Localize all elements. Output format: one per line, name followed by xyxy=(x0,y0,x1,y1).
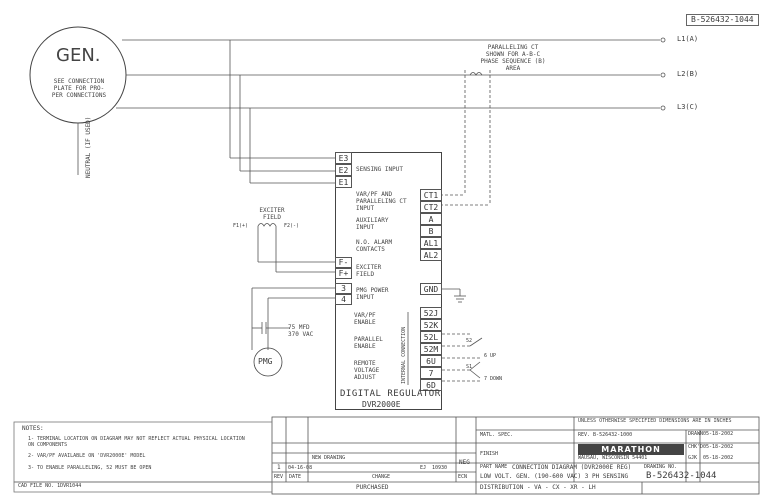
drawing-number-stamp: B-526432-1044 xyxy=(686,14,759,26)
paralleling-ct-note: PARALLELING CT SHOWN FOR A-B-C PHASE SEQ… xyxy=(480,44,546,72)
approved-date: 05-18-2002 xyxy=(703,455,734,461)
unless-noted-label: UNLESS OTHERWISE SPECIFIED DIMENSIONS AR… xyxy=(578,418,732,424)
terminal-gnd: GND xyxy=(420,283,442,295)
terminal-7: 7 xyxy=(420,367,442,379)
parallel-switch-ref: 52 xyxy=(466,338,473,344)
checked-label: CHK'D xyxy=(688,444,704,450)
note-2: 2- VAR/PF AVAILABLE ON 'DVR2000E' MODEL xyxy=(28,453,146,459)
rev-ecn: 10930 xyxy=(432,465,448,471)
parallel-enable-label: PARALLEL ENABLE xyxy=(354,336,383,350)
terminal-ct2: CT2 xyxy=(420,201,442,213)
digital-regulator-box xyxy=(335,152,442,410)
generator-note: SEE CONNECTION PLATE FOR PRO- PER CONNEC… xyxy=(51,78,107,99)
terminal-e2: E2 xyxy=(335,164,352,176)
drawing-no-label: DRAWING NO. xyxy=(644,464,678,470)
terminal-6u: 6U xyxy=(420,355,442,367)
company-location: WAUSAU, WISCONSIN 54401 xyxy=(578,455,648,461)
rev-number: REV. B-526432-1000 xyxy=(578,432,633,438)
purchased-label: PURCHASED xyxy=(356,484,389,491)
approved-by: GJK xyxy=(688,455,698,461)
regulator-model: DVR2000E xyxy=(362,400,401,409)
rev-change: NEW DRAWING xyxy=(312,455,346,461)
terminal-ct1: CT1 xyxy=(420,189,442,201)
matl-spec-label: MATL. SPEC. xyxy=(480,432,514,438)
part-name: CONNECTION DIAGRAM (DVR2000E REG) xyxy=(512,464,632,471)
var-pf-enable-label: VAR/PF ENABLE xyxy=(354,312,376,326)
var-pf-ct-input-label: VAR/PF AND PARALLELING CT INPUT xyxy=(356,191,407,212)
remote-switch-s1: S1 xyxy=(466,364,473,370)
terminal-f-plus: F+ xyxy=(335,268,352,279)
drawn-date: 05-18-2002 xyxy=(703,431,734,437)
line-l3-label: L3(C) xyxy=(677,103,699,111)
neutral-label: NEUTRAL (IF USED) xyxy=(85,116,92,178)
checked-date: 05-18-2002 xyxy=(703,444,734,450)
rev-date: 04-16-08 xyxy=(288,465,313,471)
title-block-drawing-number: B-526432-1044 xyxy=(646,471,717,481)
note-3: 3- TO ENABLE PARALLELING, 52 MUST BE OPE… xyxy=(28,465,152,471)
sensing-input-label: SENSING INPUT xyxy=(356,166,403,173)
alarm-contacts-label: N.O. ALARM CONTACTS xyxy=(356,239,393,253)
drawn-label: DRAWN xyxy=(688,431,704,437)
neg-label: NEG xyxy=(459,459,470,466)
rev-column-header: REV xyxy=(274,474,284,480)
generator-label: GEN. xyxy=(56,45,101,66)
regulator-title: DIGITAL REGULATOR xyxy=(340,389,441,399)
internal-connection-label: INTERNAL CONNECTION xyxy=(401,326,407,384)
exciter-f1-label: F1(+) xyxy=(233,223,249,229)
line-l1-label: L1(A) xyxy=(677,35,699,43)
line-l2-label: L2(B) xyxy=(677,70,699,78)
terminal-al2: AL2 xyxy=(420,249,442,261)
notes-heading: NOTES: xyxy=(22,425,44,432)
auxiliary-input-label: AUXILIARY INPUT xyxy=(356,217,389,231)
terminal-f-minus: F- xyxy=(335,257,352,268)
change-column-header: CHANGE xyxy=(372,474,391,480)
pmg-label: PMG xyxy=(258,357,273,366)
distribution-label: DISTRIBUTION - VA - CX - XR - LH xyxy=(480,484,596,491)
terminal-al1: AL1 xyxy=(420,237,442,249)
terminal-52l: 52L xyxy=(420,331,442,343)
remote-switch-up: 6 UP xyxy=(484,353,497,359)
pmg-power-input-label: PMG POWER INPUT xyxy=(356,287,389,301)
terminal-e3: E3 xyxy=(335,152,352,164)
terminal-52k: 52K xyxy=(420,319,442,331)
rev-by: EJ xyxy=(420,465,427,471)
part-name-line2: LOW VOLT. GEN. (190-600 VAC) 3 PH SENSIN… xyxy=(480,473,629,480)
exciter-f2-label: F2(-) xyxy=(284,223,300,229)
remote-switch-down: 7 DOWN xyxy=(484,376,503,382)
cad-file-number: CAD FILE NO. 1DVR1044 xyxy=(18,483,82,489)
ecn-column-header: ECN xyxy=(458,474,468,480)
company-name: MARATHON xyxy=(601,445,661,454)
company-logo: MARATHON xyxy=(578,444,684,455)
terminal-4: 4 xyxy=(335,294,352,305)
date-column-header: DATE xyxy=(289,474,302,480)
exciter-field-label: EXCITER FIELD xyxy=(259,207,285,221)
terminal-3: 3 xyxy=(335,283,352,294)
note-1: 1- TERMINAL LOCATION ON DIAGRAM MAY NOT … xyxy=(28,436,245,448)
part-name-label: PART NAME xyxy=(480,464,508,470)
finish-label: FINISH xyxy=(480,451,499,457)
terminal-52j: 52J xyxy=(420,307,442,319)
terminal-52m: 52M xyxy=(420,343,442,355)
capacitor-label: 75 MFD 370 VAC xyxy=(288,324,314,338)
remote-voltage-adjust-label: REMOTE VOLTAGE ADJUST xyxy=(354,360,380,381)
terminal-e1: E1 xyxy=(335,176,352,188)
terminal-6d: 6D xyxy=(420,379,442,391)
terminal-b: B xyxy=(420,225,442,237)
rev-entry: 1 xyxy=(277,464,281,471)
terminal-a: A xyxy=(420,213,442,225)
exciter-field-input-label: EXCITER FIELD xyxy=(356,264,382,278)
